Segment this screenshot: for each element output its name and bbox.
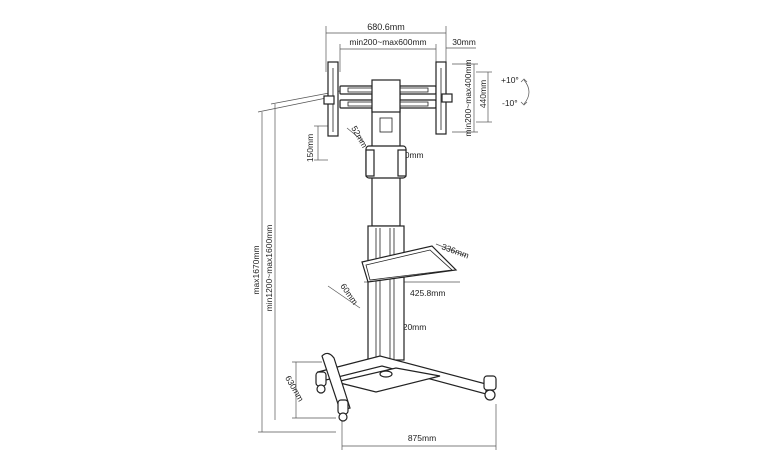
tilt-indicator: +10° -10° (501, 75, 530, 108)
vesa-width-dimension: min200~max600mm (339, 37, 437, 72)
mount-height-label: 440mm (478, 80, 488, 108)
height-range-label: min1200~max1600mm (264, 225, 274, 312)
arm-depth-dimension: 30mm (446, 37, 476, 49)
base-depth-label: 630mm (283, 374, 306, 404)
tilt-up-label: +10° (501, 75, 519, 85)
column-gap-label: 120mm (398, 322, 426, 332)
shelf-depth-label: 336mm (440, 241, 470, 260)
stand-base (316, 352, 487, 411)
shelf-offset-label: 60mm (338, 281, 360, 306)
vesa-mount-frame (323, 61, 453, 137)
base-width-label: 875mm (408, 433, 436, 443)
shelf (361, 245, 458, 283)
column-bracket-label: 90mm (400, 150, 424, 160)
bracket-offset-dimension: 150mm (305, 125, 328, 162)
vesa-width-label: min200~max600mm (349, 37, 426, 47)
stand-column (367, 87, 405, 361)
max-height-label: max1670mm (251, 245, 261, 294)
bracket-slot-dimension: 52mm (346, 124, 370, 149)
shelf-width-label: 425.8mm (410, 288, 445, 298)
bracket-slot-label: 52mm (349, 124, 369, 149)
column-bracket (365, 117, 407, 179)
mount-height-dimension: 440mm (476, 71, 492, 123)
vesa-height-label: min200~max400mm (463, 59, 473, 136)
bracket-offset-label: 150mm (305, 134, 315, 162)
tilt-down-label: -10° (502, 98, 518, 108)
caster-wheels (315, 371, 497, 422)
overall-width-dimension: 680.6mm (325, 22, 447, 72)
overall-width-label: 680.6mm (367, 22, 405, 32)
shelf-offset-dimension: 60mm (327, 281, 361, 309)
vesa-height-dimension: min200~max400mm (452, 59, 478, 137)
max-height-dimension: max1670mm (251, 95, 337, 433)
base-width-dimension: 875mm (341, 404, 497, 450)
arm-depth-label: 30mm (452, 37, 476, 47)
